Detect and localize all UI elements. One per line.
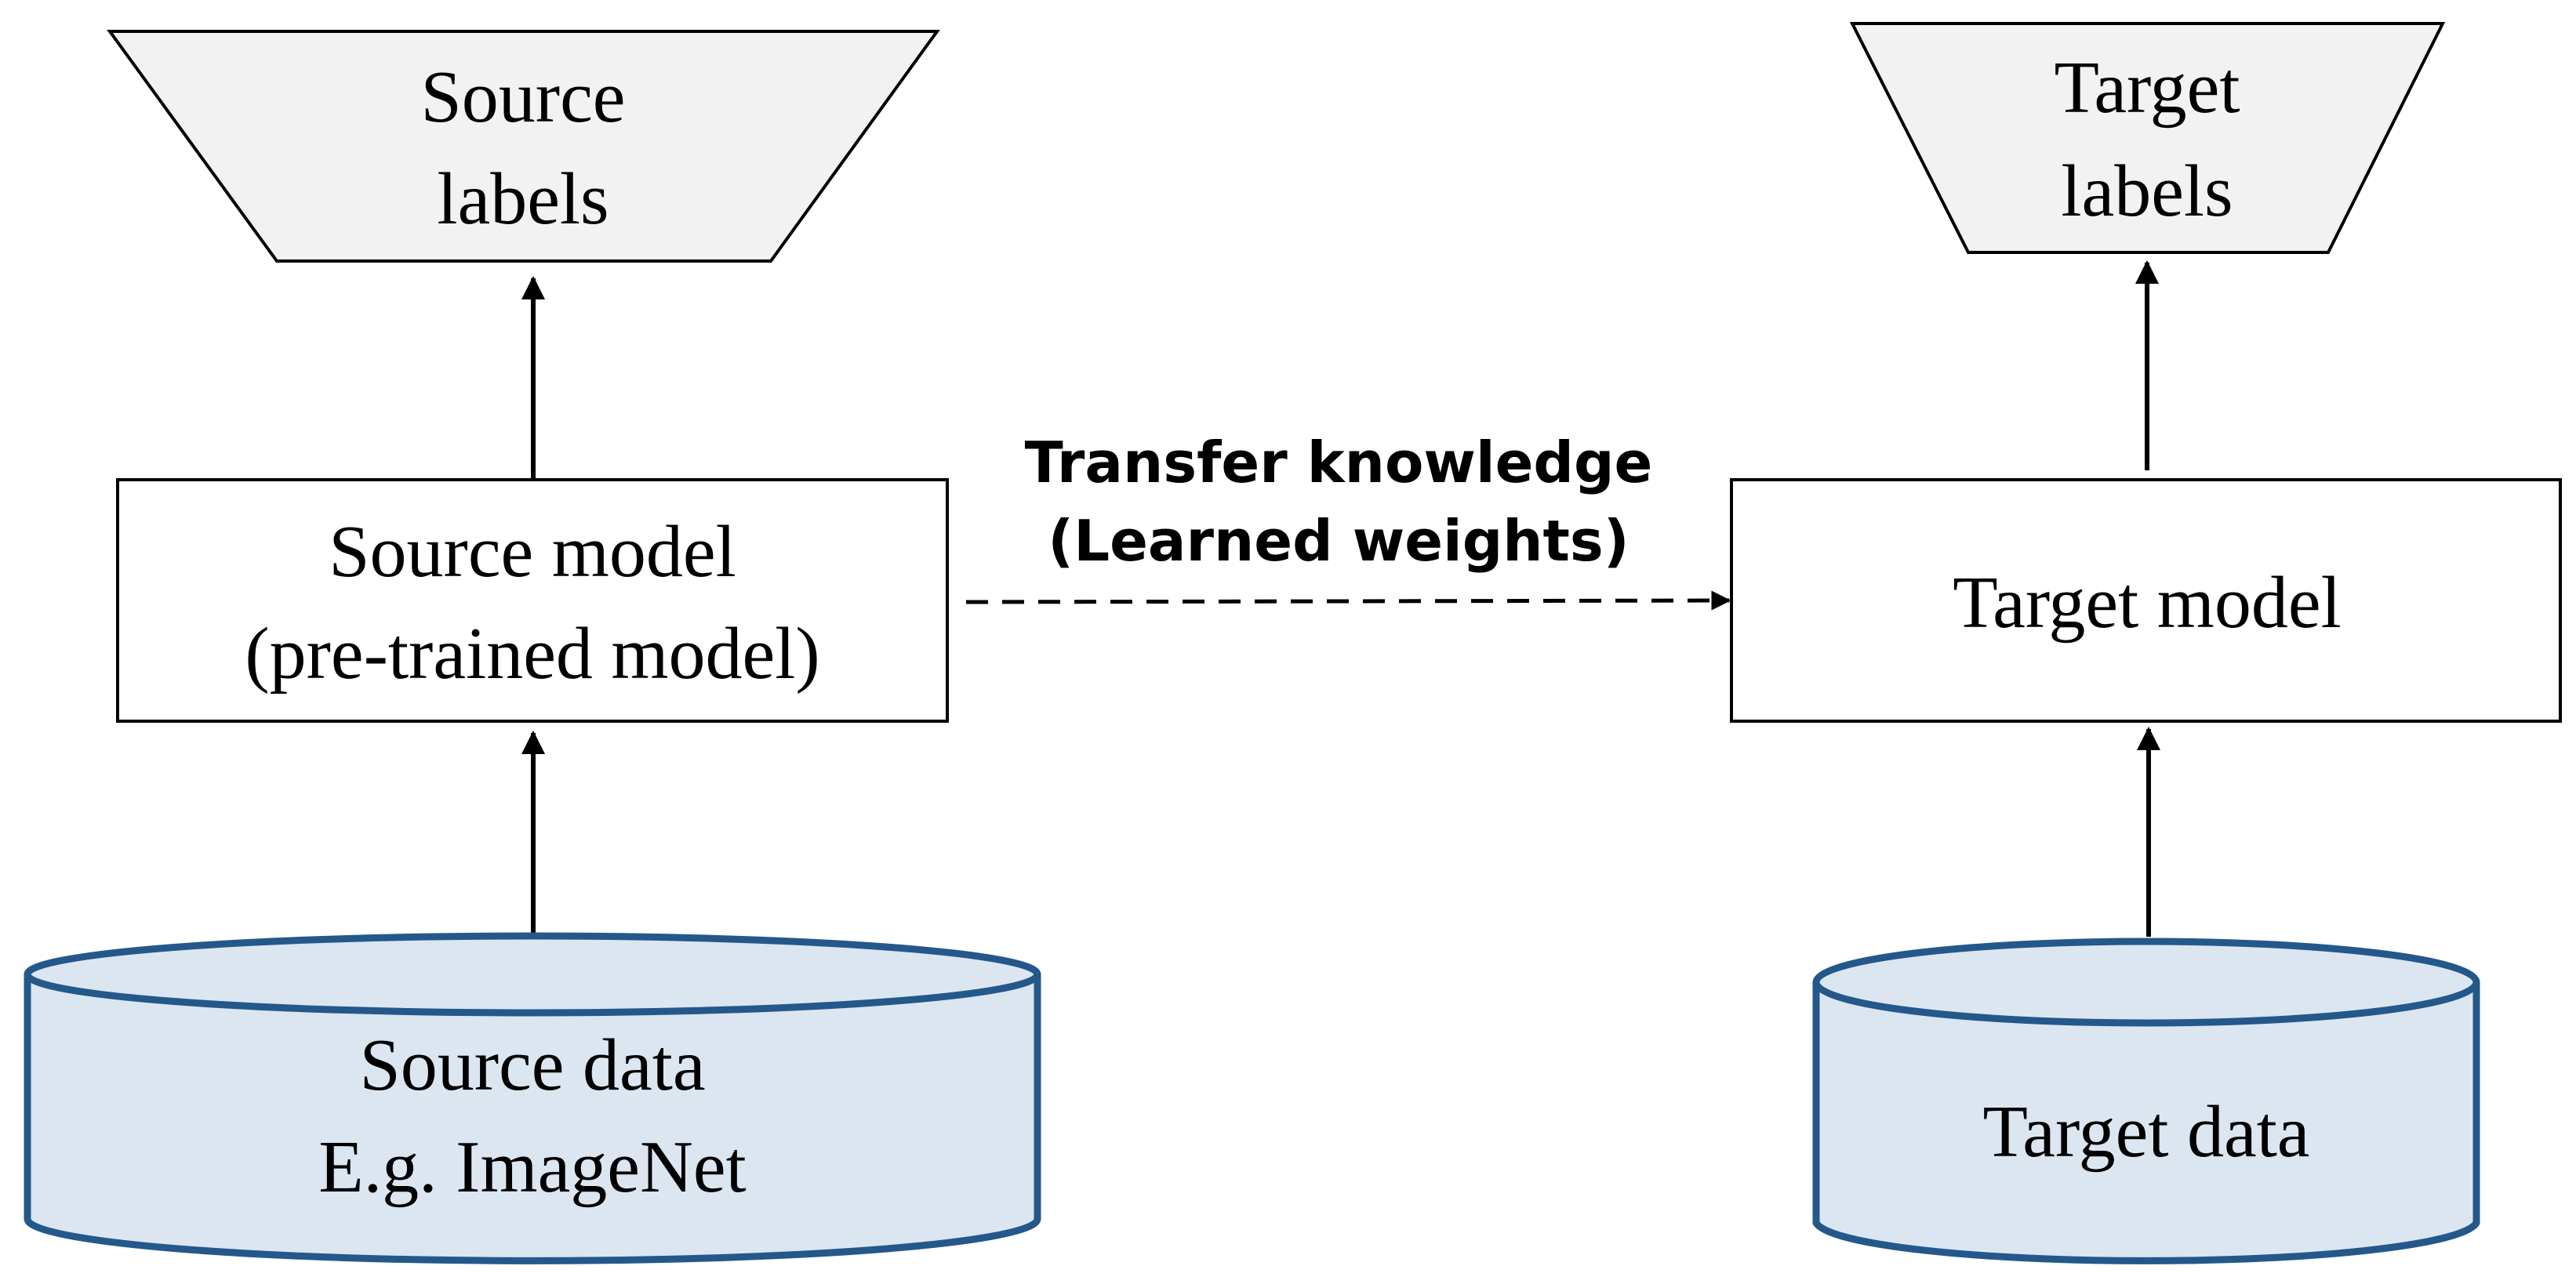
source-labels-node: Source labels [107,30,940,263]
source-model-line-1: Source model [329,511,736,593]
source-labels-trapezoid [107,30,940,263]
target-labels-line-1: Target [2054,47,2240,129]
source-labels-line-2: labels [437,158,609,240]
transfer-knowledge: Transfer knowledge (Learned weights) [965,430,1731,611]
source-model-box [116,478,949,723]
transfer-label-line-2: (Learned weights) [1048,508,1629,574]
target-model-node: Target model [1730,478,2562,723]
source-data-line-1: Source data [359,1025,705,1106]
source-data-cylinder-body [24,974,1041,1264]
source-data-line-2: E.g. ImageNet [318,1126,747,1208]
target-labels-trapezoid [1849,22,2446,254]
source-model-node: Source model (pre-trained model) [116,478,949,723]
target-data-label: Target data [1982,1091,2309,1173]
transfer-label-line-1: Transfer knowledge [1025,430,1653,495]
source-data-cylinder-top [24,932,1041,1017]
target-data-cylinder-body [1812,982,2480,1264]
target-model-label: Target model [1953,562,2341,644]
target-data-cylinder-top [1812,938,2480,1027]
target-labels-node: Target labels [1849,22,2446,254]
target-data-cylinder: Target data [1812,938,2480,1264]
target-labels-line-2: labels [2061,151,2233,232]
source-data-cylinder: Source data E.g. ImageNet [24,932,1041,1264]
transfer-dashed-arrow [965,590,1731,611]
source-model-line-2: (pre-trained model) [245,613,819,695]
target-model-box [1730,478,2562,723]
source-labels-line-1: Source [420,56,625,138]
